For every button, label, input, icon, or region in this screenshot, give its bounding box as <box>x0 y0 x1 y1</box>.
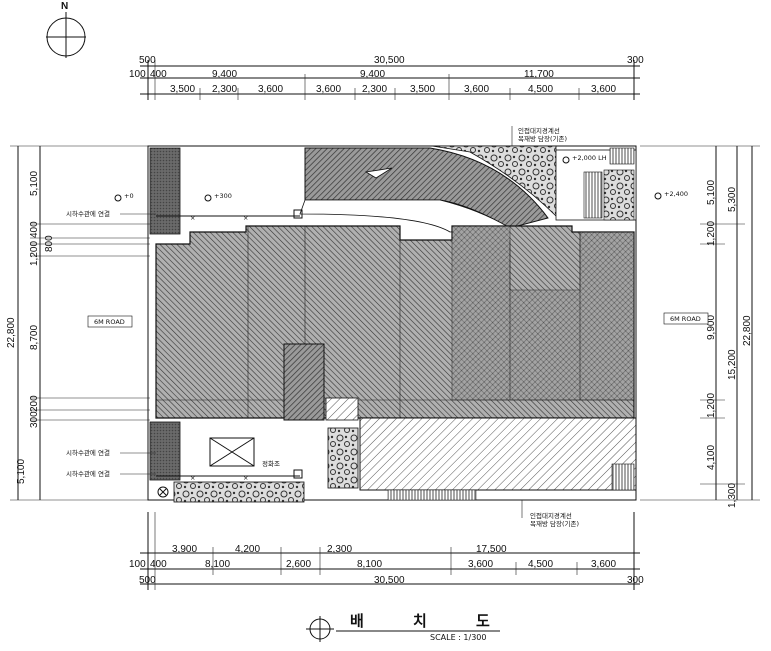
site-area: × × × × <box>114 145 662 503</box>
right-dimensions: 5,100 1,200 9,900 1,200 4,100 5,300 15,2… <box>640 145 760 508</box>
left-seg-7: 5,100 <box>16 459 27 484</box>
top-overall-dim: 30,500 <box>374 55 405 66</box>
top-row3-0: 3,500 <box>170 84 195 95</box>
left-seg-4: 8,700 <box>29 325 40 350</box>
bottom-row1-3: 8,100 <box>357 559 382 570</box>
bottom-row1-2: 2,300 <box>327 544 352 555</box>
left-seg-0: 5,100 <box>29 171 40 196</box>
left-seg-3: 800 <box>44 235 55 252</box>
bottom-row1-4: 17,500 <box>476 544 507 555</box>
bottom-row2-0: 400 <box>150 559 167 570</box>
right-inner-1: 1,200 <box>706 221 717 246</box>
right-inner-0: 5,100 <box>706 180 717 205</box>
top-row3-2: 3,600 <box>258 84 283 95</box>
top-right-setback: 300 <box>627 55 644 66</box>
ramp-arrow-icon <box>364 167 393 179</box>
bottom-left-setback: 500 <box>139 575 156 586</box>
svg-text:×: × <box>243 214 248 222</box>
septic-label: 정화조 <box>262 459 280 468</box>
right-overall-dim: 22,800 <box>742 315 753 346</box>
top-row2-3: 11,700 <box>524 69 554 80</box>
left-wall-bottom <box>149 421 181 481</box>
left-overall-dim: 22,800 <box>6 317 17 348</box>
left-dimensions: 22,800 5,100 1,200 400 800 8,700 200 300… <box>6 145 150 501</box>
bottom-row2-6: 3,600 <box>591 559 616 570</box>
core <box>283 343 325 421</box>
neighbor-bottom-2: 목재방 담장(기존) <box>530 519 579 528</box>
svg-text:×: × <box>243 474 248 482</box>
level-label-1: +0 <box>124 192 134 200</box>
stair-top-right <box>583 171 603 219</box>
top-row3-7: 4,500 <box>528 84 553 95</box>
sewer-label-1: 시하수관에 연결 <box>66 209 110 218</box>
planter-bottom <box>327 427 359 489</box>
right-outer-2: 1,300 <box>727 483 738 508</box>
manhole-icon <box>157 486 169 498</box>
top-row2-0: 400 <box>150 69 167 80</box>
road-label-right: 6M ROAD <box>670 315 701 323</box>
top-dimensions: 500 30,500 300 100 400 9,400 9,400 11,70… <box>129 55 644 100</box>
bottom-row2-left: 100 <box>129 559 146 570</box>
level-label-4: +2,000 LH <box>572 154 607 162</box>
bottom-row2-5: 4,500 <box>528 559 553 570</box>
north-arrow-icon: N <box>46 1 86 58</box>
left-seg-1: 1,200 <box>29 241 40 266</box>
bottom-row1-1: 4,200 <box>235 544 260 555</box>
sewer-label-2: 시하수관에 연결 <box>66 448 110 457</box>
top-left-setback: 500 <box>139 55 156 66</box>
bottom-overall-dim: 30,500 <box>374 575 405 586</box>
top-row3-1: 2,300 <box>212 84 237 95</box>
bottom-row2-1: 8,100 <box>205 559 230 570</box>
top-row2-left: 100 <box>129 69 146 80</box>
title-text: 배 치 도 <box>350 612 512 630</box>
neighbor-top-2: 목재방 담장(기존) <box>518 134 567 143</box>
top-row3-5: 3,500 <box>410 84 435 95</box>
neighbor-top-1: 인접대지경계선 <box>518 126 560 135</box>
annotations: 시하수관에 연결 시하수관에 연결 시하수관에 연결 인접대지경계선 목재방 담… <box>66 126 709 528</box>
drawing-title: 배 치 도 SCALE : 1/300 <box>306 612 512 642</box>
title-scale: SCALE : 1/300 <box>430 633 486 642</box>
top-row3-4: 2,300 <box>362 84 387 95</box>
drain-box-bottom <box>293 469 303 479</box>
drain-box-top <box>293 209 303 219</box>
svg-text:×: × <box>190 474 195 482</box>
lower-courtyard <box>359 417 637 491</box>
left-wall-top <box>149 147 181 235</box>
svg-text:×: × <box>190 214 195 222</box>
top-row3-6: 3,600 <box>464 84 489 95</box>
top-row3-3: 3,600 <box>316 84 341 95</box>
right-inner-3: 1,200 <box>706 393 717 418</box>
road-label-left: 6M ROAD <box>94 318 125 326</box>
north-label: N <box>61 1 68 12</box>
left-seg-2: 400 <box>29 221 40 238</box>
landscape-bottom <box>173 481 305 503</box>
bottom-row1-0: 3,900 <box>172 544 197 555</box>
bottom-right-setback: 300 <box>627 575 644 586</box>
right-inner-2: 9,900 <box>706 315 717 340</box>
level-label-2: +300 <box>214 192 232 200</box>
left-seg-6: 300 <box>29 411 40 428</box>
top-row2-2: 9,400 <box>360 69 385 80</box>
level-label-3: +2,400 <box>664 190 688 198</box>
bottom-dimensions: 3,900 4,200 2,300 8,100 17,500 100 400 8… <box>129 512 644 590</box>
right-outer-1: 15,200 <box>727 349 738 380</box>
left-seg-5: 200 <box>29 395 40 412</box>
top-row2-1: 9,400 <box>212 69 237 80</box>
sewer-label-3: 시하수관에 연결 <box>66 469 110 478</box>
neighbor-bottom-1: 인접대지경계선 <box>530 511 572 520</box>
driveway-ramp <box>304 147 549 229</box>
right-outer-0: 5,300 <box>727 187 738 212</box>
stair-bottom <box>387 489 477 501</box>
right-inner-4: 4,100 <box>706 445 717 470</box>
level-marker-icon <box>114 156 662 202</box>
bottom-row2-2: 2,600 <box>286 559 311 570</box>
top-row3-8: 3,600 <box>591 84 616 95</box>
bottom-row2-4: 3,600 <box>468 559 493 570</box>
